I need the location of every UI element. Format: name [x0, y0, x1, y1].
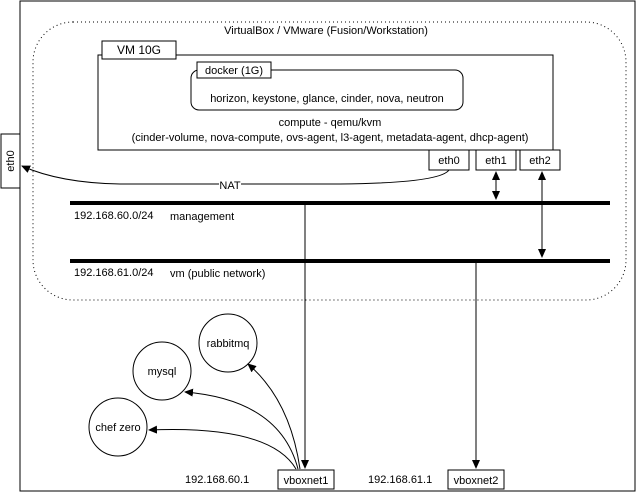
- docker-label: docker (1G): [205, 65, 263, 77]
- nic-eth1-box: [475, 149, 517, 171]
- mysql-label: mysql: [148, 366, 177, 378]
- vboxnet1-mysql-link: [184, 388, 299, 470]
- compute-services: (cinder-volume, nova-compute, ovs-agent,…: [132, 132, 529, 144]
- nat-label-bg: [219, 179, 241, 191]
- chef-zero-label: chef zero: [95, 422, 140, 434]
- vm-label-box: [101, 40, 177, 60]
- outer-frame: [19, 0, 636, 492]
- vboxnet2-ip: 192.168.61.1: [368, 474, 432, 486]
- nic-eth0-label: eth0: [438, 155, 459, 167]
- host-eth0-label: eth0: [5, 150, 17, 171]
- host-eth0-box: [0, 133, 21, 189]
- management-name: management: [170, 211, 234, 223]
- vboxnet2-box: [447, 469, 505, 490]
- vboxnet2-label: vboxnet2: [454, 475, 499, 487]
- rabbitmq-node: [198, 313, 258, 373]
- nic-eth2-label: eth2: [529, 155, 550, 167]
- vboxnet1-rabbitmq-link: [247, 363, 301, 470]
- docker-box: [190, 69, 464, 111]
- vm-network-cidr: 192.168.61.0/24: [74, 267, 154, 279]
- compute-title: compute - qemu/kvm: [279, 117, 382, 129]
- vboxnet1-box: [277, 469, 335, 490]
- chef-zero-node: [88, 397, 148, 457]
- docker-label-box: [196, 61, 272, 79]
- vboxnet1-ip: 192.168.60.1: [185, 474, 249, 486]
- management-cidr: 192.168.60.0/24: [74, 210, 154, 222]
- vboxnet1-label: vboxnet1: [284, 475, 329, 487]
- docker-services: horizon, keystone, glance, cinder, nova,…: [210, 93, 444, 105]
- rabbitmq-label: rabbitmq: [207, 338, 250, 350]
- nic-eth2-box: [519, 149, 561, 171]
- host-title: VirtualBox / VMware (Fusion/Workstation): [224, 25, 428, 37]
- mysql-node: [132, 341, 192, 401]
- virtualization-boundary: [32, 21, 627, 301]
- nat-label: NAT: [219, 180, 240, 192]
- vm-label: VM 10G: [117, 43, 161, 57]
- vboxnet1-chefzero-link: [148, 425, 297, 470]
- vm-network-name: vm (public network): [170, 268, 265, 280]
- nic-eth1-label: eth1: [485, 155, 506, 167]
